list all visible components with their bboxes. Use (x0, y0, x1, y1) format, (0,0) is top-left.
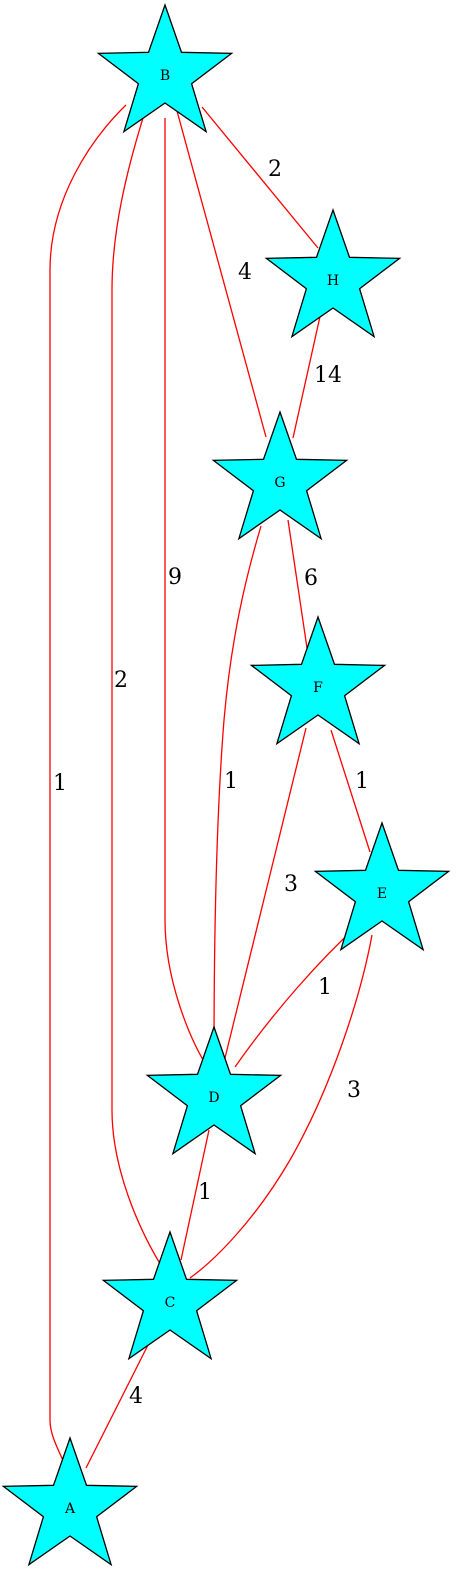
node-label-e: E (377, 886, 387, 902)
edge-c-a (85, 1344, 149, 1469)
edge-label-f-e: 1 (355, 769, 369, 794)
node-label-g: G (274, 475, 285, 491)
star-icon (96, 3, 234, 134)
edge-label-e-c: 3 (347, 1078, 361, 1103)
node-label-a: A (64, 1501, 76, 1517)
edge-d-c (180, 1129, 210, 1261)
node-a: A (1, 1436, 139, 1567)
edge-label-f-d: 3 (284, 872, 298, 897)
node-d: D (145, 1025, 283, 1156)
edge-f-d (224, 727, 307, 1059)
edge-b-g (176, 110, 267, 438)
edge-label-b-d: 9 (168, 565, 182, 590)
edge-h-g (292, 311, 322, 439)
edge-label-b-h: 2 (268, 157, 282, 182)
edge-label-e-d: 1 (318, 975, 332, 1000)
edge-b-a (49, 104, 127, 1479)
edge-label-g-f: 6 (304, 566, 318, 591)
node-c: C (101, 1230, 239, 1361)
edge-label-c-a: 4 (129, 1384, 143, 1409)
edge-label-h-g: 14 (314, 363, 342, 388)
node-f: F (249, 615, 387, 746)
edge-e-d (234, 924, 359, 1068)
star-icon (211, 410, 349, 541)
edge-b-h (201, 106, 319, 249)
edge-f-e (330, 729, 371, 853)
edge-e-c (189, 934, 373, 1279)
edge-label-b-a: 1 (53, 771, 67, 796)
node-e: E (313, 821, 451, 952)
node-label-h: H (327, 273, 339, 289)
star-icon (1, 1436, 139, 1567)
node-b: B (96, 3, 234, 134)
edge-b-d (164, 118, 209, 1069)
edge-g-d (213, 525, 262, 1055)
edge-b-c (111, 117, 160, 1263)
node-label-d: D (208, 1090, 219, 1106)
edge-label-b-g: 4 (238, 260, 252, 285)
star-icon (101, 1230, 239, 1361)
edge-g-f (287, 519, 308, 649)
star-icon (249, 615, 387, 746)
node-g: G (211, 410, 349, 541)
star-icon (264, 208, 402, 339)
star-icon (145, 1025, 283, 1156)
node-label-b: B (160, 68, 170, 84)
nodes-layer: A B C D E F G H (1, 3, 451, 1567)
edge-label-g-d: 1 (224, 769, 238, 794)
node-label-f: F (313, 680, 323, 696)
node-label-c: C (165, 1295, 176, 1311)
edge-label-d-c: 1 (198, 1180, 212, 1205)
node-h: H (264, 208, 402, 339)
star-icon (313, 821, 451, 952)
edge-label-b-c: 2 (114, 668, 128, 693)
